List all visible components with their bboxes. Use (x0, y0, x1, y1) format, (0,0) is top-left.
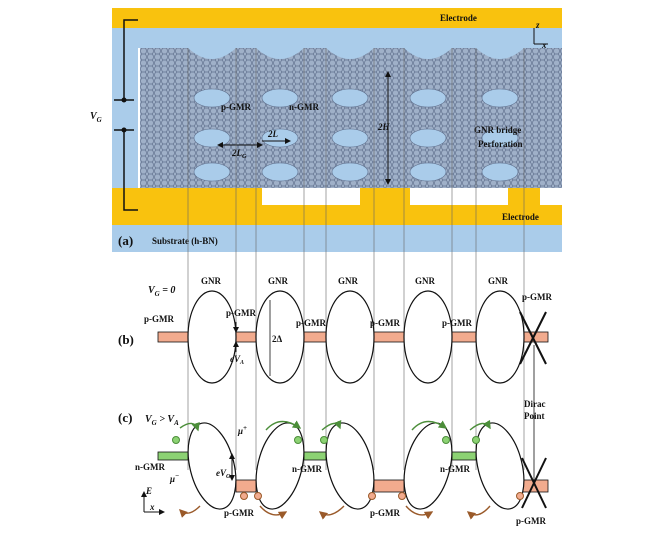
panel-b-label: (b) (118, 332, 134, 347)
eva-label: eVA (230, 354, 244, 366)
svg-text:x: x (541, 40, 547, 50)
panel-c-label: (c) (118, 410, 132, 425)
vg-zero-label: VG = 0 (148, 285, 175, 298)
dirac-cone-b (519, 311, 547, 365)
p-gmr-label-b-4: p-GMR (442, 318, 472, 328)
gate-voltage-label: VG (90, 111, 102, 124)
gnr-label-1: GNR (201, 276, 222, 286)
axes-icon-a (533, 28, 548, 45)
vg-gt-va-label: VG > VA (145, 414, 179, 427)
p-gmr-label-c-2: p-GMR (370, 508, 400, 518)
dirac-label-1: Dirac (524, 399, 546, 409)
mu-plus-label: μ+ (237, 424, 247, 436)
n-gmr-label-c-left: n-GMR (135, 462, 165, 472)
panel-b: VG = 0 2Δ GNR GNR GNR GNR GNR p-GMR p-GM… (118, 276, 552, 384)
electron-arrows (179, 419, 491, 432)
guide-lines (187, 48, 525, 470)
n-gmr-label-c-1: n-GMR (292, 464, 322, 474)
p-gmr-label-b-1: p-GMR (226, 308, 256, 318)
bottom-electrode (112, 188, 562, 225)
svg-text:E: E (145, 486, 152, 496)
p-gmr-label-b-left: p-GMR (144, 314, 174, 324)
svg-text:x: x (149, 502, 155, 512)
gnr-label-2: GNR (268, 276, 289, 286)
two-l-label: 2L (267, 129, 279, 139)
two-lg-label: 2LG (231, 148, 247, 160)
n-band-1 (157, 451, 189, 461)
electrode-bottom-label: Electrode (502, 212, 539, 222)
substrate-label: Substrate (h-BN) (152, 236, 218, 246)
n-gmr-label-c-2: n-GMR (440, 464, 470, 474)
gnr-label-3: GNR (338, 276, 359, 286)
svg-text:z: z (535, 20, 540, 30)
gnr-bridge-label: GNR bridge (474, 125, 521, 135)
gnr-label-5: GNR (488, 276, 509, 286)
panel-a-label: (a) (118, 233, 133, 248)
p-gmr-label-b-right: p-GMR (522, 292, 552, 302)
p-band-c-2 (373, 479, 405, 493)
p-gmr-label-b-2: p-GMR (296, 318, 326, 328)
two-delta-label: 2Δ (272, 334, 283, 344)
dirac-cone-c (521, 457, 547, 509)
axes-icon-c (141, 491, 165, 515)
panel-a: VG Electrode Electrode Substrate (h-BN) … (90, 8, 562, 252)
n-band-3 (451, 451, 477, 461)
mu-minus-label: μ− (169, 472, 179, 484)
perforation-label: Perforation (478, 139, 522, 149)
p-gmr-label-b-3: p-GMR (370, 318, 400, 328)
evg-label: eVG (216, 468, 231, 480)
two-h-label: 2H (377, 122, 391, 132)
panel-c: VG > VA Dirac Point (118, 345, 549, 526)
electrode-top-label: Electrode (440, 13, 477, 23)
gnr-label-4: GNR (415, 276, 436, 286)
p-gmr-label-c-1: p-GMR (224, 508, 254, 518)
p-gmr-label-c-3: p-GMR (516, 516, 546, 526)
n-band-2 (303, 451, 327, 461)
dirac-label-2: Point (524, 411, 545, 421)
p-band-c-1 (235, 479, 257, 493)
hole-arrows (179, 505, 491, 520)
